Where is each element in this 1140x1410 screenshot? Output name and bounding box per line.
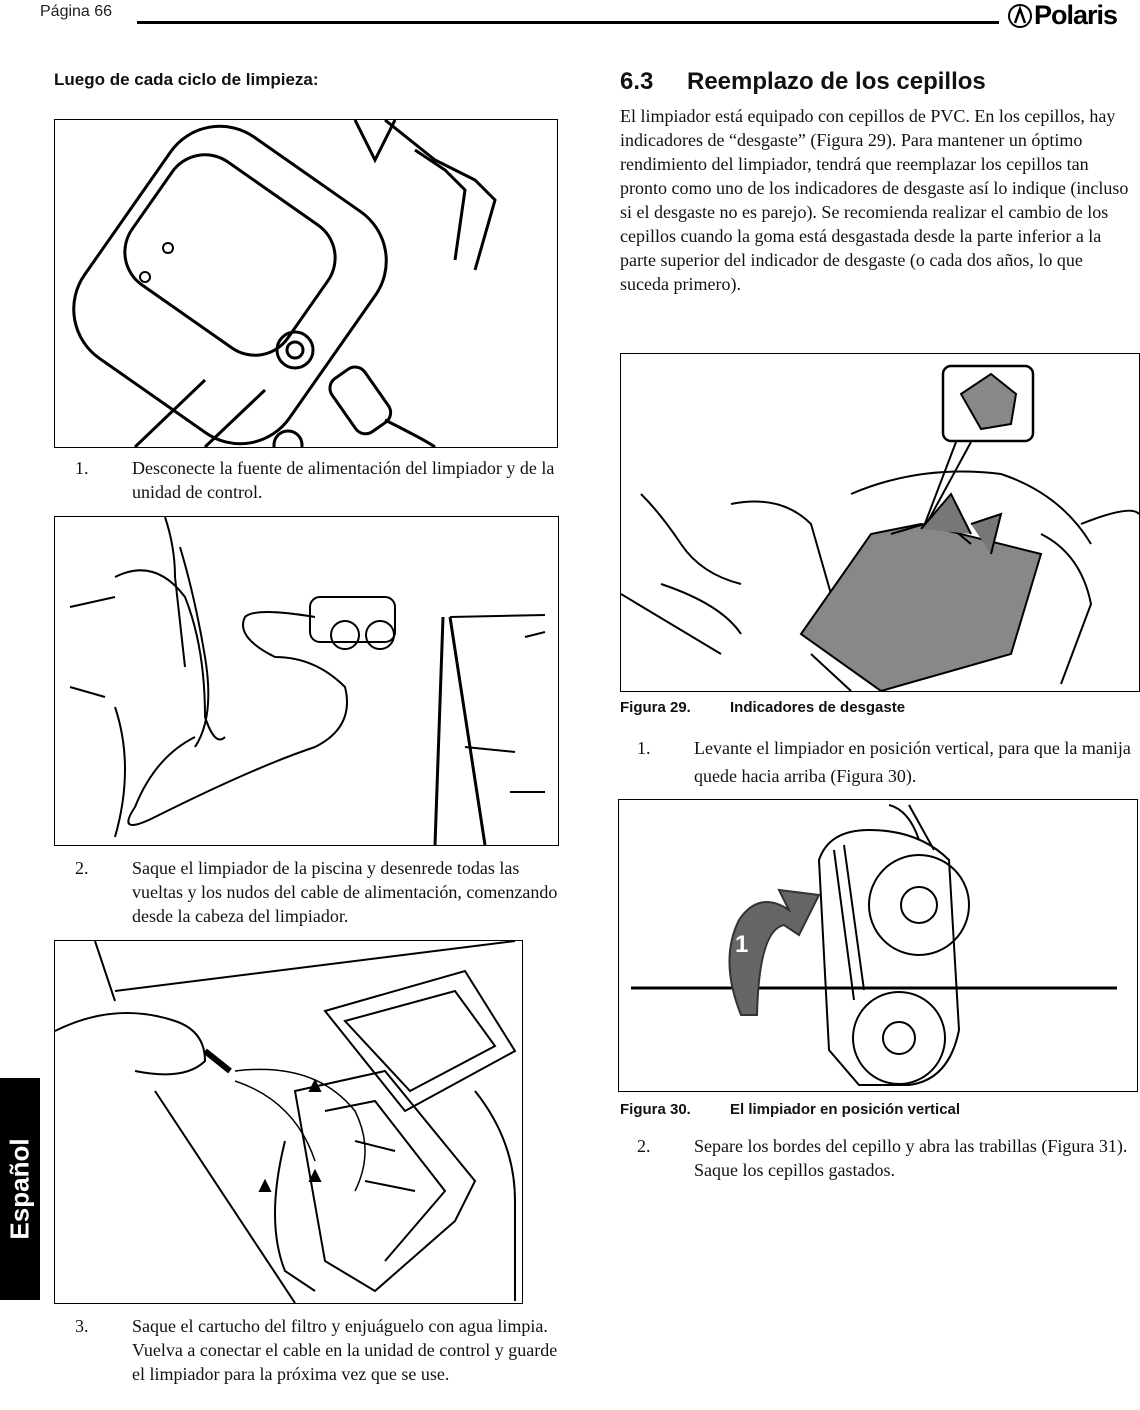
- section-heading: 6.3 Reemplazo de los cepillos: [620, 68, 986, 96]
- brand-logo: Polaris: [1008, 0, 1118, 31]
- step-text: Desconecte la fuente de alimentación del…: [132, 458, 555, 502]
- illustration-wear-indicators: [620, 353, 1140, 692]
- figure-number: Figura 29.: [620, 699, 691, 716]
- step-number: 2.: [75, 858, 89, 878]
- language-tab-label: Español: [4, 1138, 35, 1240]
- step-text: Separe los bordes del cepillo y abra las…: [694, 1136, 1128, 1180]
- illustration-cleaner-disconnect: [54, 119, 558, 448]
- polaris-mark-icon: [1008, 3, 1032, 28]
- step-number: 2.: [637, 1136, 651, 1156]
- brand-name: Polaris: [1034, 0, 1118, 30]
- step-number: 3.: [75, 1316, 89, 1336]
- language-tab: Español: [0, 1078, 40, 1300]
- section-intro: El limpiador está equipado con cepillos …: [620, 106, 1129, 294]
- header-rule: [137, 21, 999, 24]
- page-number: Página 66: [40, 3, 113, 20]
- figure-29-caption: Figura 29. Indicadores de desgaste: [620, 699, 905, 716]
- illustration-rinsing-filter: [54, 940, 523, 1304]
- step-text: Levante el limpiador en posición vertica…: [694, 738, 1131, 786]
- step-text: Saque el cartucho del filtro y enjuáguel…: [132, 1316, 558, 1384]
- step-text: Saque el limpiador de la piscina y desen…: [132, 858, 558, 926]
- figure-title: El limpiador en posición vertical: [730, 1101, 961, 1118]
- step-number: 1.: [637, 738, 651, 758]
- figure-number: Figura 30.: [620, 1101, 691, 1118]
- figure-30-callout: 1: [735, 931, 748, 958]
- illustration-unwinding-cable: [54, 516, 559, 846]
- step-number: 1.: [75, 458, 89, 478]
- left-heading: Luego de cada ciclo de limpieza:: [54, 70, 319, 89]
- illustration-cleaner-vertical: 1: [618, 799, 1138, 1092]
- figure-30-caption: Figura 30. El limpiador en posición verti…: [620, 1101, 960, 1118]
- section-number: 6.3: [620, 68, 654, 95]
- section-title: Reemplazo de los cepillos: [687, 68, 986, 95]
- figure-title: Indicadores de desgaste: [730, 699, 906, 716]
